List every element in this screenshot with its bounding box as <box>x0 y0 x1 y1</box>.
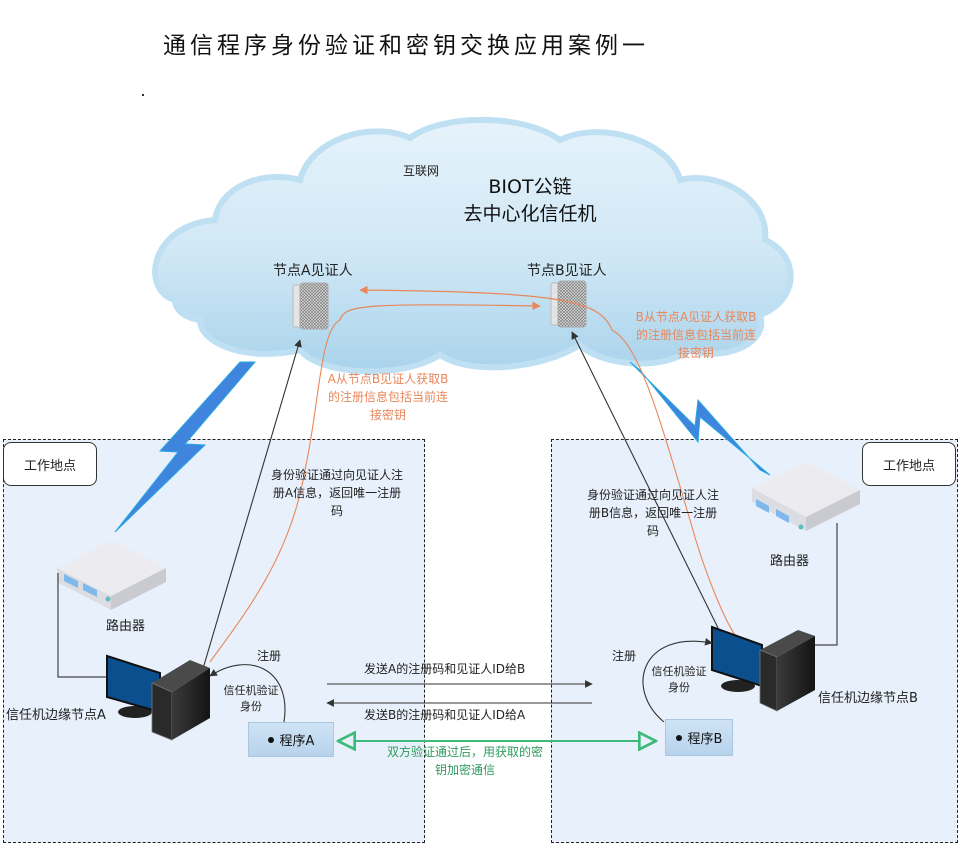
work-site-right-label: 工作地点 <box>862 442 956 486</box>
annotation-b-fetch-line1: B从节点A见证人获取B <box>635 310 757 324</box>
stray-dot <box>142 94 144 96</box>
encrypted-channel-label: 双方验证通过后，用获取的密 钥加密通信 <box>370 743 560 779</box>
program-a-label: 程序A <box>279 734 315 749</box>
annotation-b-fetch-line3: 接密钥 <box>677 346 714 360</box>
witness-a-label: 节点A见证人 <box>273 263 353 279</box>
annotation-b-register-line1: 身份验证通过向见证人注 <box>586 488 719 502</box>
annotation-b-register: 身份验证通过向见证人注 册B信息，返回唯一注册 码 <box>578 486 728 540</box>
annotation-b-fetch-line2: 的注册信息包括当前连 <box>635 328 756 342</box>
flow-b-fetch <box>611 329 736 636</box>
annotation-b-register-line2: 册B信息，返回唯一注册 <box>588 506 718 520</box>
chain-title: BIOT公链 去中心化信任机 <box>440 174 620 228</box>
router-left-icon <box>57 540 166 610</box>
page-title: 通信程序身份验证和密钥交换应用案例一 <box>163 33 649 59</box>
send-b-to-a-label: 发送B的注册码和见证人ID给A <box>364 708 526 722</box>
verify-label-a-line2: 身份 <box>240 700 262 713</box>
send-a-to-b-label: 发送A的注册码和见证人ID给B <box>364 662 526 676</box>
edge-node-b-label: 信任机边缘节点B <box>818 691 918 706</box>
edge-computer-b-icon <box>711 625 815 712</box>
verify-label-a-line1: 信任机验证 <box>223 684 279 697</box>
annotation-a-register-line3: 码 <box>330 504 343 518</box>
witness-server-b-icon <box>550 280 587 328</box>
internet-label: 互联网 <box>403 164 440 178</box>
encrypted-line1: 双方验证通过后，用获取的密 <box>386 745 543 759</box>
encrypted-line2: 钥加密通信 <box>434 763 495 777</box>
chain-line2: 去中心化信任机 <box>463 203 597 225</box>
wire-right <box>810 523 838 646</box>
edge-computer-a-icon <box>106 654 210 741</box>
work-site-right <box>551 439 958 843</box>
register-curve-b <box>642 637 713 723</box>
lightning-left-icon <box>114 361 257 533</box>
program-b-label: 程序B <box>687 732 723 747</box>
router-right-label: 路由器 <box>770 554 810 569</box>
register-a-arrow <box>201 339 302 673</box>
program-b-bullet-icon <box>675 734 682 741</box>
register-label-b: 注册 <box>612 649 637 663</box>
verify-label-b-line2: 身份 <box>668 681 690 694</box>
flow-a-to-b-witness <box>339 301 541 321</box>
annotation-a-register-line1: 身份验证通过向见证人注 <box>270 468 403 482</box>
chain-line1: BIOT公链 <box>488 176 572 198</box>
wire-left <box>57 573 108 678</box>
witness-server-a-icon <box>292 282 329 330</box>
flow-b-to-a-witness <box>359 285 613 331</box>
program-b[interactable]: 程序B <box>665 719 733 756</box>
annotation-a-fetch-line2: 的注册信息包括当前连 <box>327 390 448 404</box>
router-right-icon <box>752 462 860 531</box>
edge-node-a-label: 信任机边缘节点A <box>6 708 106 723</box>
witness-b-label: 节点B见证人 <box>527 263 607 279</box>
program-a[interactable]: 程序A <box>248 722 334 757</box>
register-label-a: 注册 <box>257 649 282 663</box>
register-b-arrow <box>571 331 723 637</box>
annotation-a-fetch: A从节点B见证人获取B 的注册信息包括当前连 接密钥 <box>318 370 458 424</box>
verify-label-b-line1: 信任机验证 <box>651 665 707 678</box>
verify-label-b: 信任机验证 身份 <box>646 664 712 696</box>
annotation-a-register: 身份验证通过向见证人注 册A信息，返回唯一注册 码 <box>262 466 412 520</box>
work-site-left <box>3 439 425 843</box>
lightning-right-icon <box>629 361 771 476</box>
annotation-a-fetch-line3: 接密钥 <box>369 408 406 422</box>
router-left-label: 路由器 <box>106 619 146 634</box>
flow-a-fetch <box>209 319 341 663</box>
work-site-left-label: 工作地点 <box>3 442 97 486</box>
register-curve-a <box>209 664 286 723</box>
verify-label-a: 信任机验证 身份 <box>218 683 284 715</box>
annotation-a-register-line2: 册A信息，返回唯一注册 <box>272 486 402 500</box>
annotation-b-register-line3: 码 <box>646 524 659 538</box>
program-a-bullet-icon <box>267 736 274 743</box>
annotation-b-fetch: B从节点A见证人获取B 的注册信息包括当前连 接密钥 <box>626 308 766 362</box>
annotation-a-fetch-line1: A从节点B见证人获取B <box>327 372 449 386</box>
